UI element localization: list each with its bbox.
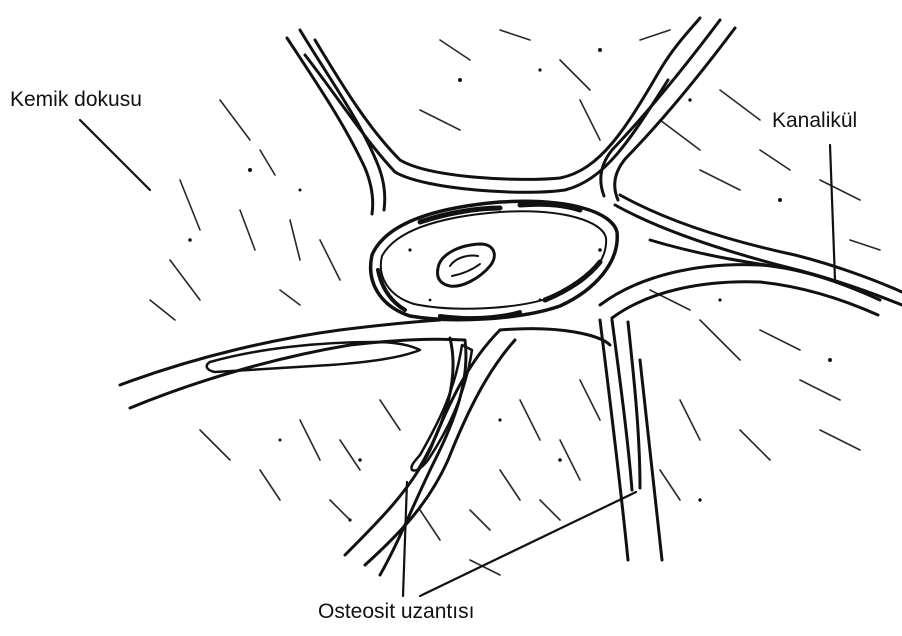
canaliculus-right [615, 195, 902, 305]
osteocyte-process-lower-left [207, 342, 420, 372]
leader-line-bone-tissue [80, 120, 150, 190]
label-canaliculus: Kanalikül [772, 110, 857, 131]
nucleus [438, 244, 495, 286]
leader-line-osteocyte-process-right [420, 492, 636, 596]
osteocyte-process-left [411, 345, 472, 471]
canaliculus-bottom-center [345, 329, 610, 565]
canaliculus-lower-left [120, 320, 466, 575]
leader-line-osteocyte-process-left [403, 482, 407, 596]
leader-lines [80, 120, 835, 596]
leader-line-canaliculus [830, 145, 835, 280]
label-osteocyte-process: Osteosit uzantısı [318, 601, 474, 622]
bone-tissue-specks [188, 48, 832, 522]
label-bone-tissue: Kemik dokusu [10, 89, 142, 110]
bone-tissue-texture [150, 30, 880, 575]
canaliculus-top-right [601, 20, 735, 200]
canaliculus-top-left [287, 30, 385, 214]
